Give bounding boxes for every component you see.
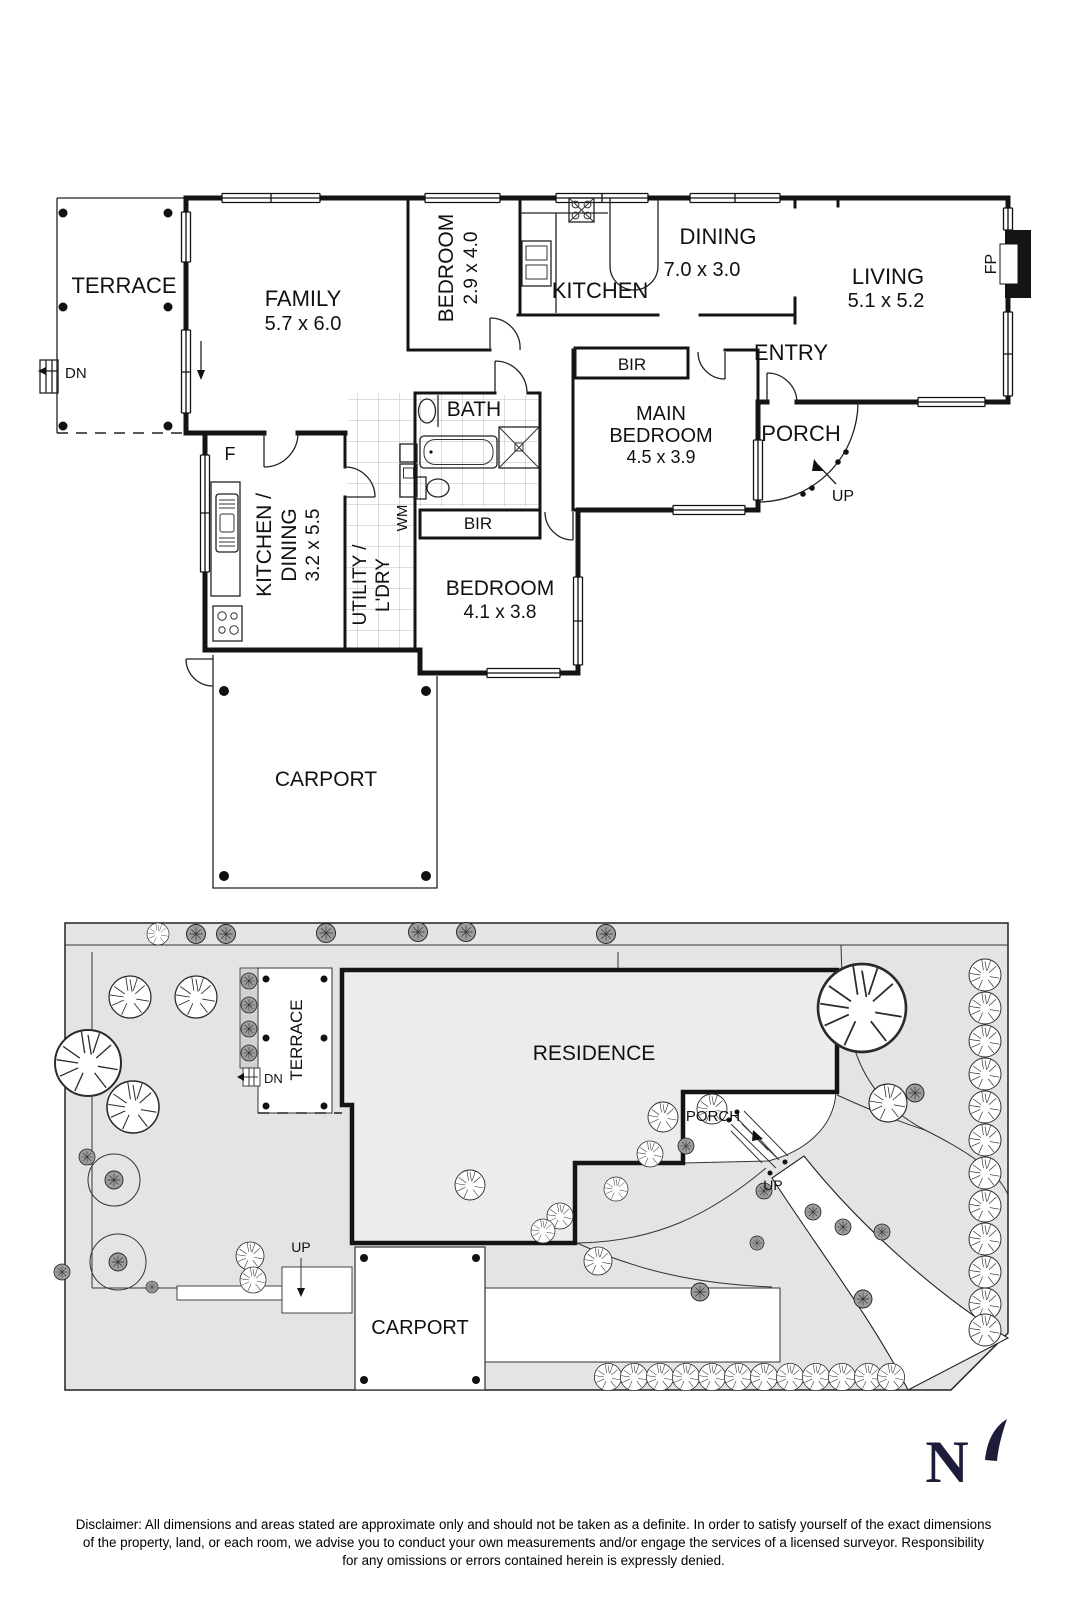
porch-up-label: UP [832,488,854,505]
main-bedroom-line2: BEDROOM [609,425,712,447]
bir-2-box [418,508,542,540]
walkway [281,1266,353,1314]
wm-label: WM [394,505,411,532]
shower-icon [498,426,540,469]
bedroom-lower-label: BEDROOM [446,577,555,600]
north-label: N [925,1429,968,1495]
sink-bench-icon [215,493,239,553]
utility-line2: L'DRY [373,558,394,612]
west-yard-trees [53,972,267,1294]
driveway [771,1155,1010,1391]
doors [185,317,798,687]
driveway-pad [484,1287,781,1363]
disclaimer-line3: for any omissions or errors contained he… [342,1552,725,1568]
floor-plan-labels: TERRACE DN FAMILY 5.7 x 6.0 BEDROOM 2.9 … [65,214,1000,791]
bathtub-icon [419,435,498,469]
residence-label: RESIDENCE [533,1042,656,1065]
toilet-icon [415,476,450,500]
site-carport-up-label: UP [291,1239,310,1255]
disclaimer-line2: of the property, land, or each room, we … [82,1534,985,1550]
site-terrace-label: TERRACE [287,999,306,1080]
site-porch-steps [726,1109,789,1176]
kd-line1: KITCHEN / [253,493,276,597]
garden-edge [176,1285,283,1301]
disclaimer-line1: Disclaimer: All dimensions and areas sta… [75,1517,992,1532]
porch-steps [757,401,859,503]
site-porch-label: PORCH [686,1108,740,1125]
terrace-label: TERRACE [71,273,176,298]
bedroom-top-dims: 2.9 x 4.0 [461,232,482,305]
site-plan: RESIDENCE TERRACE DN PORCH UP CARPORT UP [53,922,1010,1392]
washing-machine-icon [399,443,418,498]
family-dims: 5.7 x 6.0 [265,313,342,335]
porch-label: PORCH [761,421,840,446]
site-dn-label: DN [264,1071,283,1086]
stove-icon [568,197,595,223]
site-porch-up-label: UP [763,1177,782,1193]
bath-fixtures [399,395,540,500]
bedroom-top-label: BEDROOM [435,214,458,323]
kitchen-label: KITCHEN [552,278,649,303]
north-arrow-icon [985,1419,1007,1461]
interior-walls [343,196,840,652]
dn-label: DN [65,365,87,382]
main-bedroom-line1: MAIN [636,403,686,425]
kd-line2: DINING [278,508,301,582]
windows [180,192,1014,679]
stairs-dn-icon [38,359,59,394]
entry-label: ENTRY [754,340,828,365]
dining-dims: 7.0 x 3.0 [664,259,741,281]
living-dims: 5.1 x 5.2 [848,290,925,312]
cooktop-icon [212,605,243,642]
fridge-label: F [225,444,236,464]
bath-label: BATH [447,398,501,421]
dining-label: DINING [680,224,757,249]
north-arrow: N [925,1419,1007,1495]
terrace-outline [38,197,186,434]
utility-line1: UTILITY / [350,544,371,626]
kitchen-sink-icon [521,240,552,287]
terrace-site [237,967,342,1114]
site-plan-labels: RESIDENCE TERRACE DN PORCH UP CARPORT UP [264,999,783,1339]
site-dn-steps [237,1067,261,1087]
site-carport-label: CARPORT [371,1317,468,1339]
bir-main-box [573,346,690,380]
kitchen-fixtures [520,197,659,313]
carport-outline [212,655,438,889]
family-label: FAMILY [265,286,342,311]
disclaimer: Disclaimer: All dimensions and areas sta… [33,1516,1034,1570]
bir-2-label: BIR [464,514,492,533]
kitchen-dining-fixtures [210,481,243,642]
living-label: LIVING [852,264,924,289]
bir-main-label: BIR [618,355,646,374]
door-arrow [197,341,205,380]
kd-dims: 3.2 x 5.5 [303,509,324,582]
bedroom-lower-dims: 4.1 x 3.8 [464,602,537,623]
fireplace-icon [999,230,1031,298]
floor-plan: TERRACE DN FAMILY 5.7 x 6.0 BEDROOM 2.9 … [38,192,1031,889]
main-bedroom-dims: 4.5 x 3.9 [626,447,695,467]
fp-label: FP [983,254,1000,274]
carport-site-detail [297,1254,480,1384]
basin-icon [417,398,437,424]
carport-label: CARPORT [275,768,377,791]
carport-site [354,1246,486,1391]
